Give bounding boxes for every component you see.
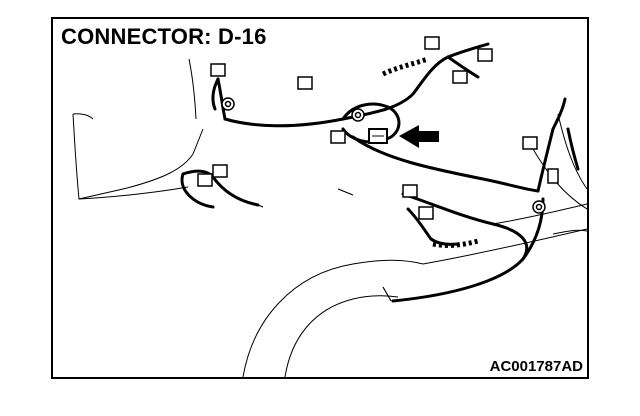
- wire-ends: [257, 188, 392, 302]
- grommets: [221, 97, 546, 214]
- connector-d16: [368, 128, 388, 144]
- vehicle-body-outline: [72, 58, 587, 377]
- wiring-harness: [180, 42, 580, 303]
- connectors: [197, 36, 559, 220]
- diagram-title: CONNECTOR: D-16: [61, 24, 267, 49]
- vehicle-harness-illustration: [72, 36, 587, 377]
- figure-code: AC001787AD: [489, 358, 583, 375]
- harness-wrap-segments: [381, 56, 479, 248]
- diagram-frame: CONNECTOR: D-16 AC001787AD: [51, 17, 589, 379]
- pointer-arrow: [399, 125, 439, 148]
